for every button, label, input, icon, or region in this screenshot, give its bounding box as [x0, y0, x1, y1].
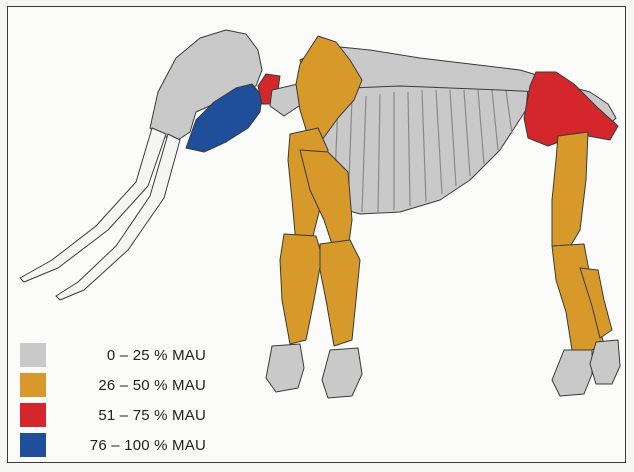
legend-label: 26 – 50 % MAU — [56, 377, 206, 394]
legend-swatch-orange — [20, 373, 46, 397]
forefoot-right — [266, 344, 304, 392]
forelimb-lower-left — [320, 240, 360, 346]
hind-foot-right — [552, 350, 592, 396]
femur — [552, 132, 588, 250]
legend-item: 0 – 25 % MAU — [20, 340, 206, 370]
legend-item: 26 – 50 % MAU — [20, 370, 206, 400]
forefoot-left — [322, 348, 362, 398]
legend: 0 – 25 % MAU 26 – 50 % MAU 51 – 75 % MAU… — [20, 340, 206, 460]
legend-swatch-red — [20, 403, 46, 427]
legend-item: 51 – 75 % MAU — [20, 400, 206, 430]
legend-item: 76 – 100 % MAU — [20, 430, 206, 460]
legend-label: 51 – 75 % MAU — [56, 407, 206, 424]
hind-foot-left — [590, 340, 620, 384]
radius-ulna — [280, 234, 322, 344]
legend-label: 0 – 25 % MAU — [56, 347, 206, 364]
legend-swatch-grey — [20, 343, 46, 367]
legend-swatch-blue — [20, 433, 46, 457]
legend-label: 76 – 100 % MAU — [56, 437, 206, 454]
